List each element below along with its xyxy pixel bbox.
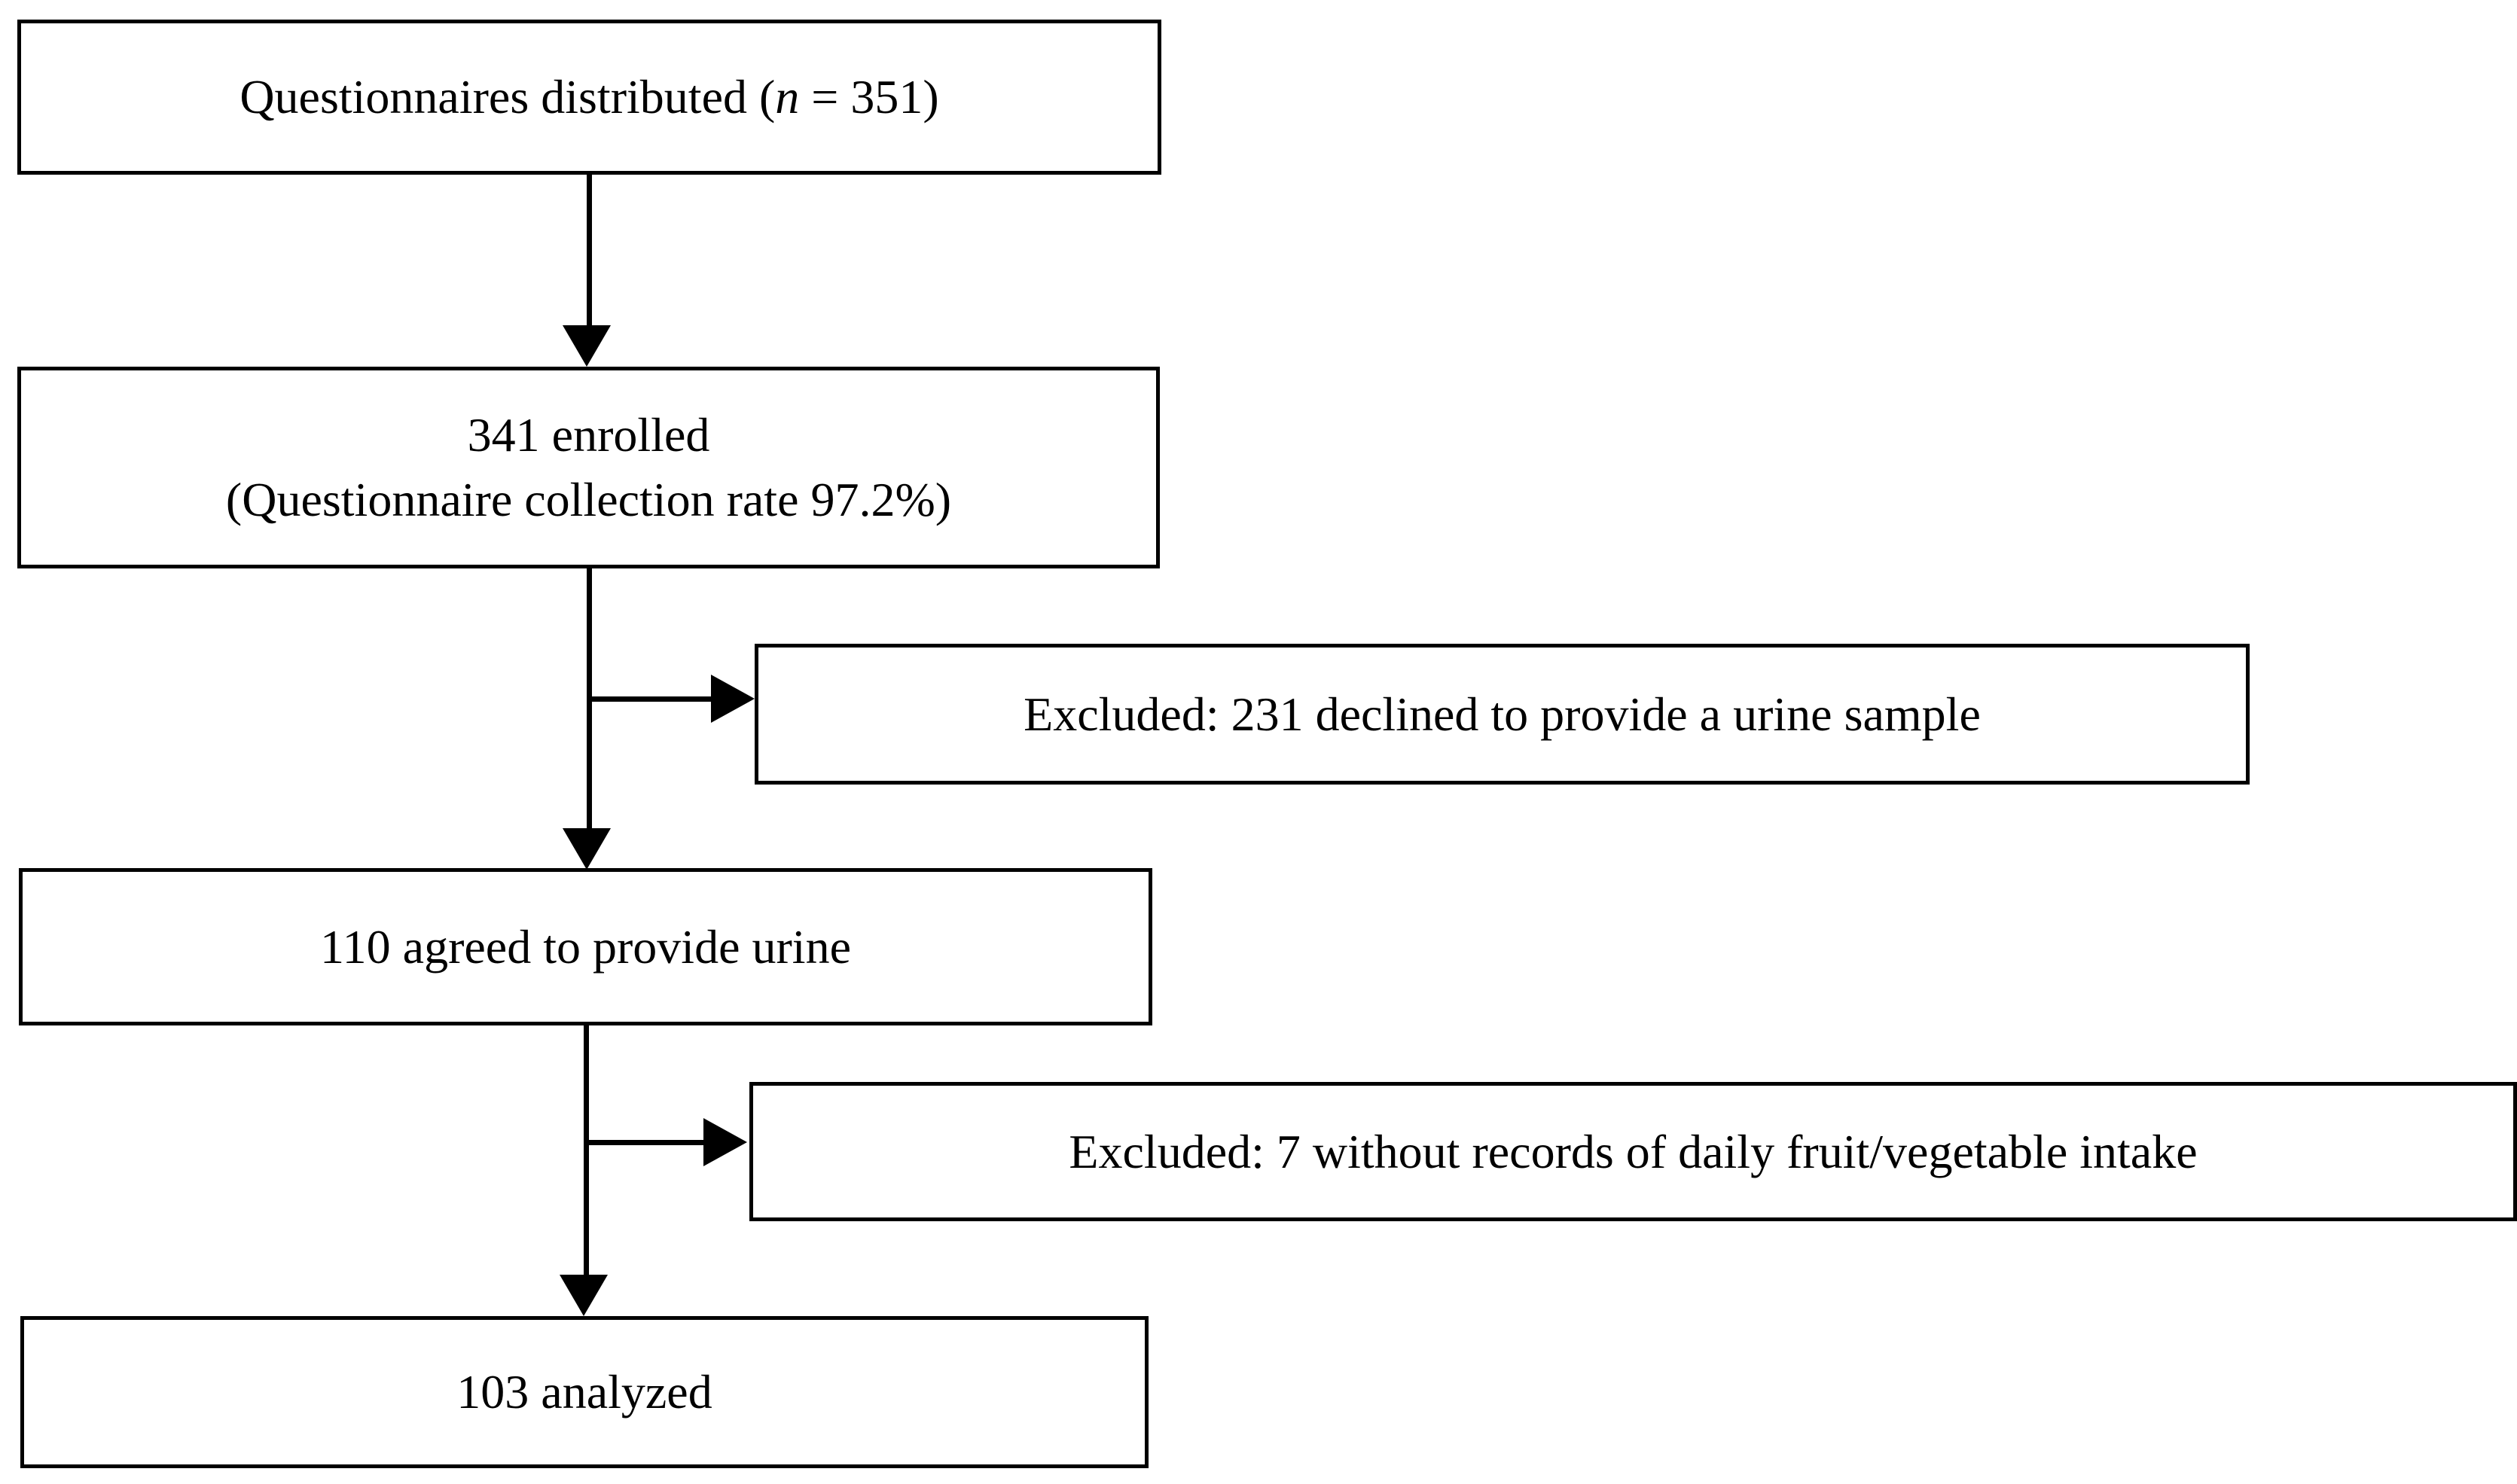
arrowhead-down-icon xyxy=(563,828,611,870)
connector-agreed-to-analyzed xyxy=(584,1025,589,1275)
arrowhead-right-icon xyxy=(703,1118,747,1166)
node-questionnaires-distributed: Questionnaires distributed (n = 351) xyxy=(17,20,1161,175)
arrowhead-right-icon xyxy=(711,675,755,723)
node-agreed-provide-urine: 110 agreed to provide urine xyxy=(19,868,1152,1025)
node-enrolled-count-label: 341 enrolled xyxy=(467,408,710,462)
node-excluded-1-label: Excluded: 231 declined to provide a urin… xyxy=(1024,687,1981,741)
node-excluded-2-label: Excluded: 7 without records of daily fru… xyxy=(1069,1124,2198,1178)
node-excluded-declined-urine: Excluded: 231 declined to provide a urin… xyxy=(755,644,2250,785)
node-agreed-label: 110 agreed to provide urine xyxy=(320,919,851,974)
node-enrolled-rate-label: (Questionnaire collection rate 97.2%) xyxy=(225,473,952,526)
node-enrolled: 341 enrolled (Questionnaire collection r… xyxy=(17,367,1160,568)
node-analyzed-label: 103 analyzed xyxy=(456,1365,712,1419)
connector-distributed-to-enrolled xyxy=(587,175,592,325)
connector-branch-excluded-1 xyxy=(592,696,711,702)
arrowhead-down-icon xyxy=(560,1275,608,1316)
arrowhead-down-icon xyxy=(563,325,611,367)
node-distributed-label: Questionnaires distributed (n = 351) xyxy=(239,70,939,124)
node-analyzed: 103 analyzed xyxy=(20,1316,1149,1468)
connector-enrolled-to-agreed xyxy=(587,568,592,828)
connector-branch-excluded-2 xyxy=(589,1140,703,1145)
node-excluded-no-intake-records: Excluded: 7 without records of daily fru… xyxy=(749,1082,2517,1221)
